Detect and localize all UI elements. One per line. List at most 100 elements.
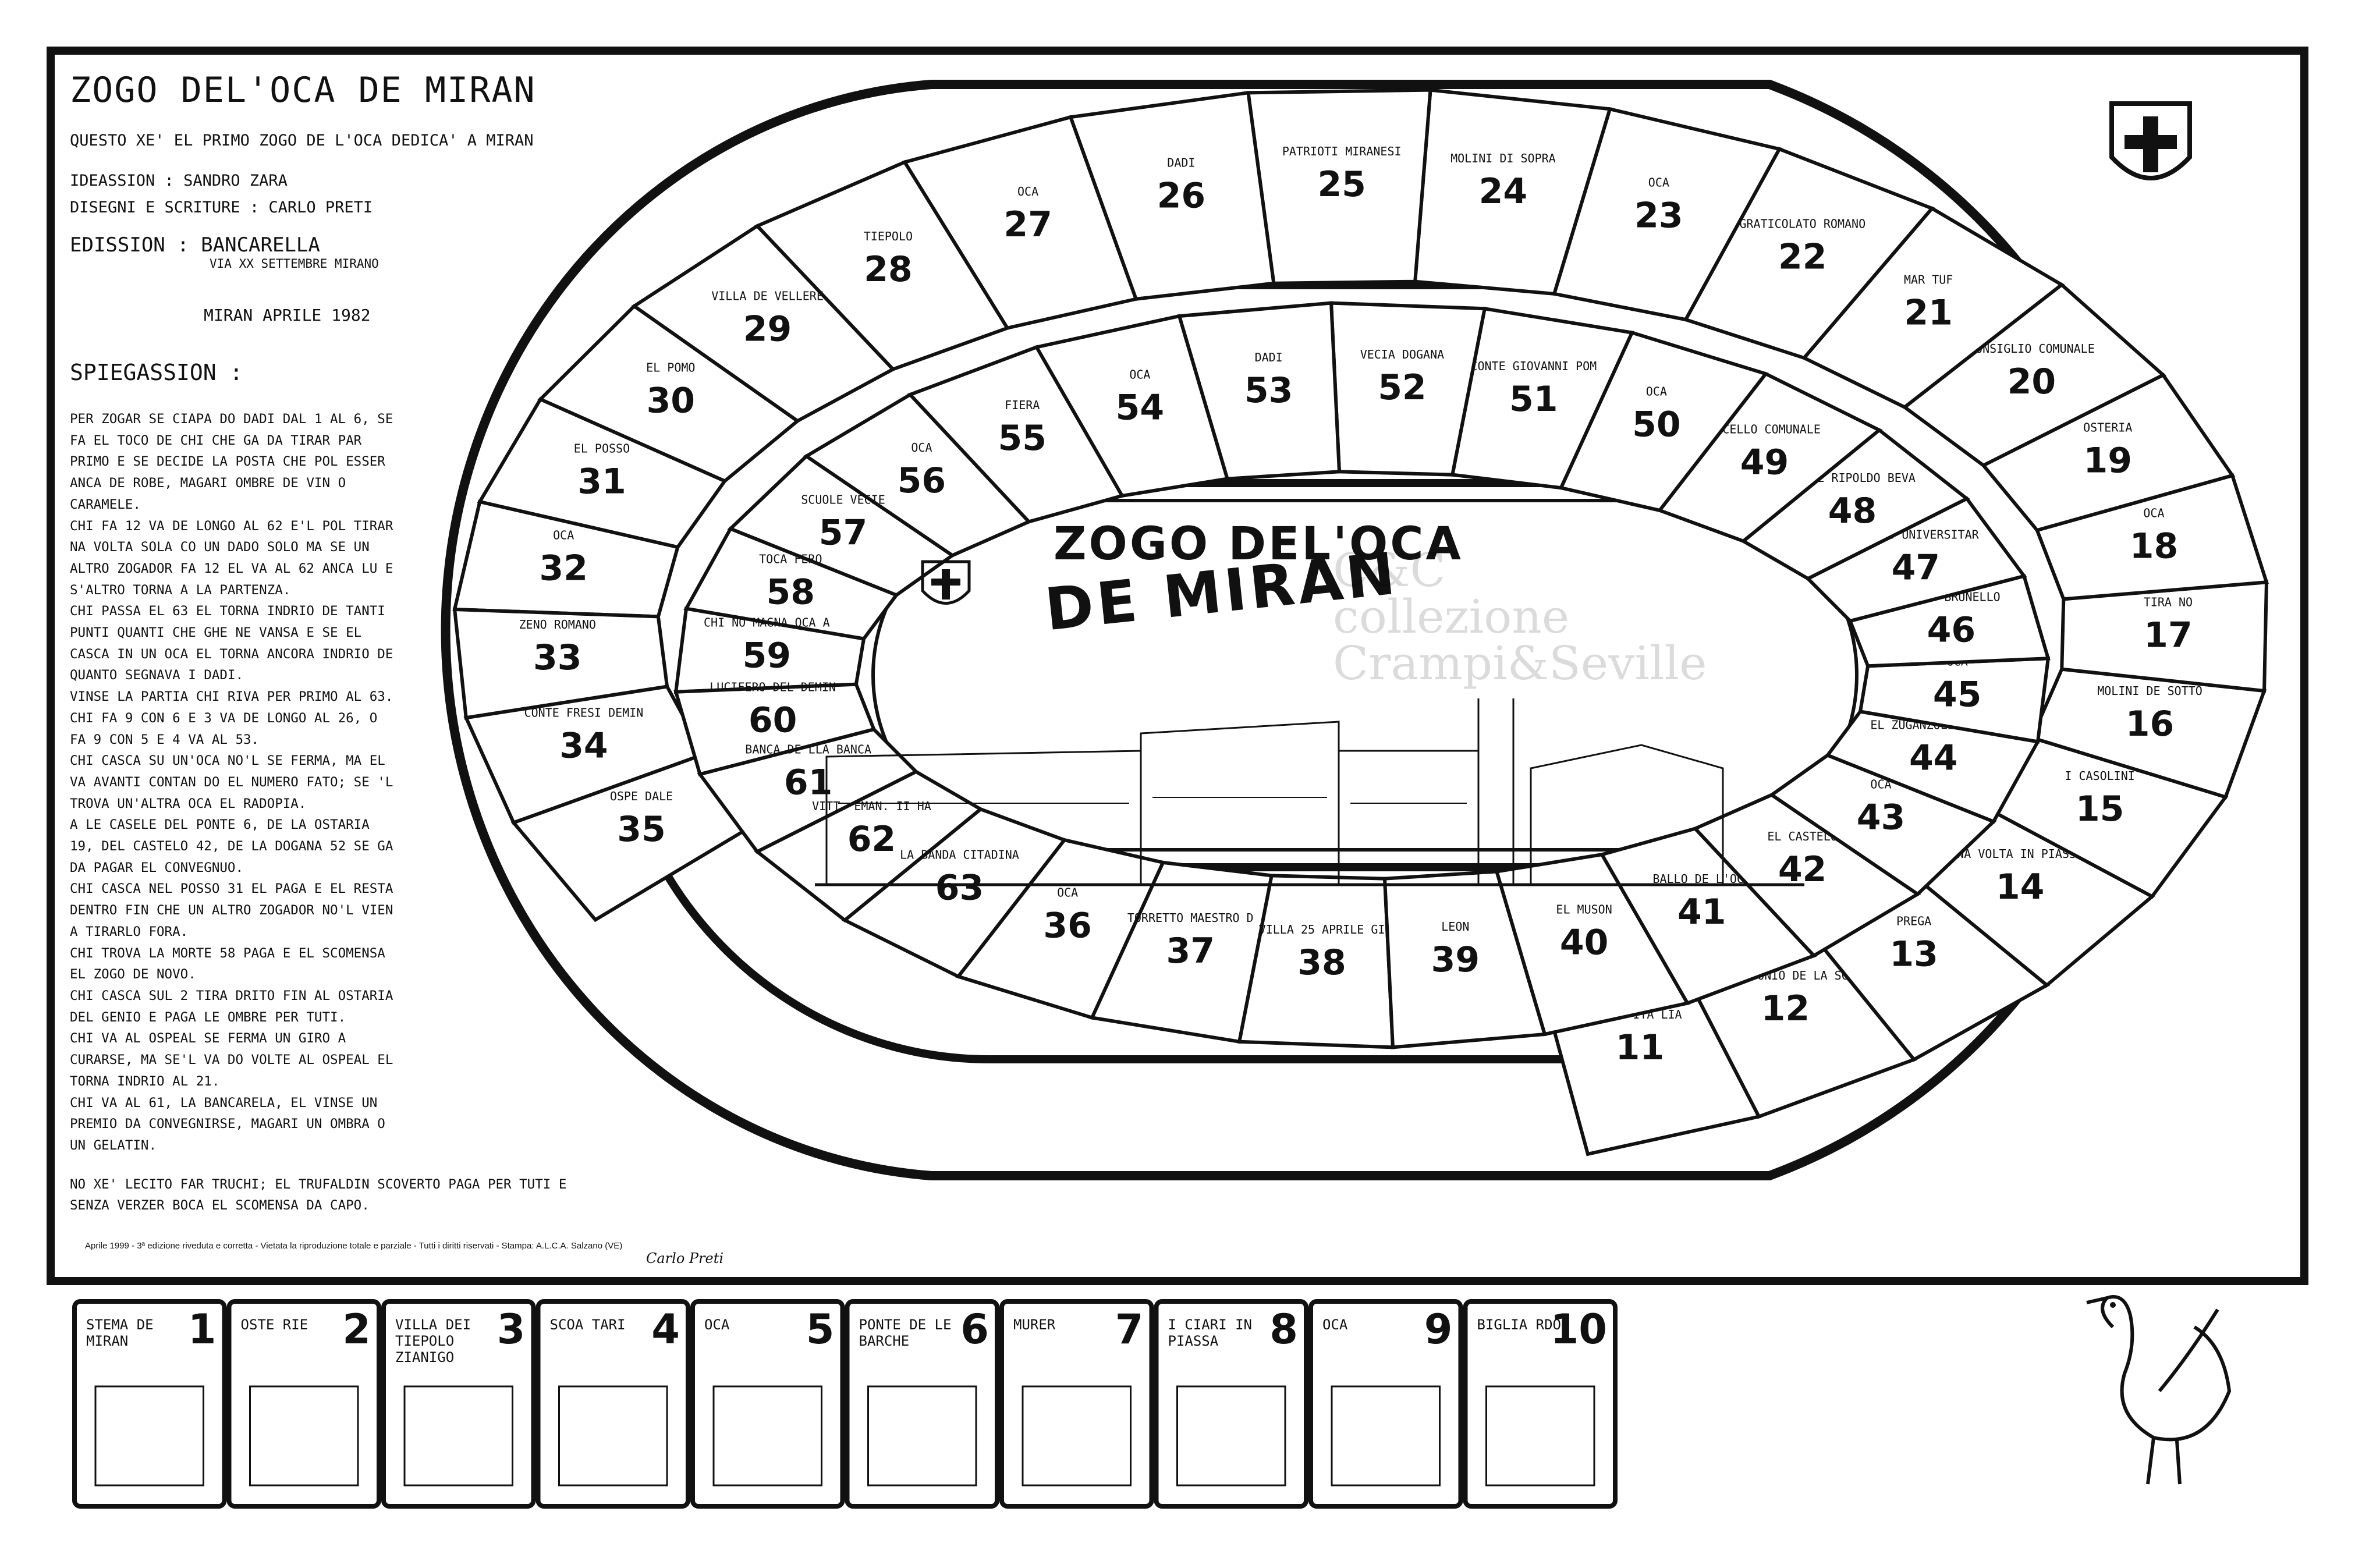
cell-label: MURER	[1013, 1317, 1056, 1333]
cell-label: CHI NO MAGNA OCA A	[704, 616, 830, 630]
cell-number: 32	[539, 548, 588, 589]
cell-label: STEMA DE	[86, 1317, 154, 1333]
cell-label: VILLA DEI	[395, 1317, 471, 1333]
cell-label: PONTE DE LE	[859, 1317, 952, 1333]
cell-label: LUCIFERO DEL DEMIN	[710, 680, 836, 694]
cell-number: 57	[819, 513, 868, 554]
cell-label: DADI	[1255, 350, 1283, 364]
cell-number: 23	[1634, 196, 1683, 236]
board-cell: 21 MAR TUF	[1801, 206, 2065, 410]
cell-number: 38	[1297, 942, 1346, 983]
cell-label: TOCA FERO	[759, 552, 822, 566]
cell-label: LEON	[1441, 920, 1469, 934]
cell-number: 30	[647, 380, 696, 421]
cell-number: 60	[749, 700, 797, 740]
cell-illustration	[403, 1385, 513, 1487]
cell-number: 52	[1378, 367, 1427, 408]
cell-label: EL MUSON	[1556, 902, 1612, 916]
board-cell: 40 EL MUSON	[1494, 852, 1690, 1037]
center-coat-of-arms	[921, 560, 971, 605]
cell-label: LA BANDA CITADINA	[900, 847, 1019, 861]
board-cell: 52 VECIA DOGANA	[1329, 301, 1487, 477]
cell-number: 25	[1317, 164, 1366, 205]
cell-label: OCA	[1646, 384, 1667, 398]
cell-label: MAR TUF	[1904, 273, 1953, 287]
cell-number: 44	[1909, 737, 1958, 778]
cell-number: 53	[1244, 370, 1293, 411]
cell-number: 43	[1857, 797, 1906, 838]
cell-number: 6	[960, 1306, 989, 1353]
cell-number: 29	[743, 308, 792, 349]
cell-number: 36	[1043, 906, 1092, 946]
rule-paragraph: CHI VA AL 61, LA BANCARELA, EL VINSE UN …	[70, 1095, 385, 1153]
cell-label: TIEPOLO	[864, 229, 913, 243]
board-cell: 60 LUCIFERO DEL DEMIN	[673, 680, 877, 776]
cell-label: VILLA 25 APRILE GI	[1259, 923, 1385, 936]
rule-paragraph: CHI VA AL OSPEAL SE FERMA UN GIRO A CURA…	[70, 1031, 393, 1089]
cell-label: OCA	[2143, 506, 2164, 520]
edition-label: EDISSION : BANCARELLA	[70, 233, 320, 257]
cell-number: 26	[1157, 175, 1206, 216]
rule-paragraph: CHI CASCA NEL POSSO 31 EL PAGA E EL REST…	[70, 881, 393, 939]
cell-label: BANCA DE LLA BANCA	[745, 742, 871, 756]
cell-number: 10	[1551, 1306, 1607, 1353]
cell-number: 8	[1269, 1306, 1298, 1353]
cell-label: OCA	[1057, 886, 1078, 900]
outer-ring-cells: 11RE D'ITA LIA12S.ANTONIO DE LA SC13PREG…	[452, 88, 2269, 1157]
watermark-line: collezione	[1333, 590, 1570, 644]
cell-number: 37	[1166, 931, 1215, 971]
cell-label: EL POSSO	[574, 441, 630, 455]
cell-number: 4	[651, 1306, 680, 1353]
cell-number: 48	[1828, 491, 1877, 531]
cell-label: SCUOLE VECIE	[801, 493, 885, 507]
cell-label: TORRETTO MAESTRO D	[1127, 911, 1254, 925]
cell-number: 33	[533, 637, 582, 678]
cell-number: 46	[1927, 610, 1976, 651]
rule-paragraph: PER ZOGAR SE CIAPA DO DADI DAL 1 AL 6, S…	[70, 411, 393, 512]
cell-number: 24	[1479, 171, 1528, 212]
cell-number: 7	[1115, 1306, 1144, 1353]
cell-label: VECIA DOGANA	[1360, 347, 1445, 361]
cell-label: CONTE GIOVANNI POM	[1470, 359, 1597, 373]
rule-paragraph: VINSE LA PARTIA CHI RIVA PER PRIMO AL 63…	[70, 689, 393, 705]
cell-number: 22	[1778, 236, 1827, 277]
cell-number: 62	[847, 819, 896, 860]
rule-paragraph: CHI PASSA EL 63 EL TORNA INDRIO DE TANTI…	[70, 604, 393, 683]
cell-label: BIGLIA RDO	[1477, 1317, 1562, 1333]
cell-label: GRATICOLATO ROMANO	[1739, 217, 1865, 230]
cell-label: OSPE DALE	[610, 789, 673, 803]
cell-number: 58	[767, 572, 815, 613]
cell-label: OCA	[1648, 176, 1669, 190]
cell-number: 21	[1904, 293, 1953, 334]
cell-number: 5	[806, 1306, 835, 1353]
cell-number: 14	[1996, 867, 2045, 907]
watermark-line: Crampi&Seville	[1333, 636, 1707, 690]
cell-illustration	[94, 1385, 204, 1487]
cell-number: 19	[2083, 440, 2132, 481]
edition-date: MIRAN APRILE 1982	[204, 306, 371, 325]
cell-label: TIEPOLO	[395, 1333, 454, 1349]
cell-number: 41	[1677, 892, 1726, 932]
cell-label: DADI	[1167, 155, 1195, 169]
cell-label: FIERA	[1005, 398, 1040, 412]
cell-illustration	[249, 1385, 359, 1487]
cell-number: 2	[342, 1306, 371, 1353]
cell-number: 40	[1560, 922, 1609, 963]
